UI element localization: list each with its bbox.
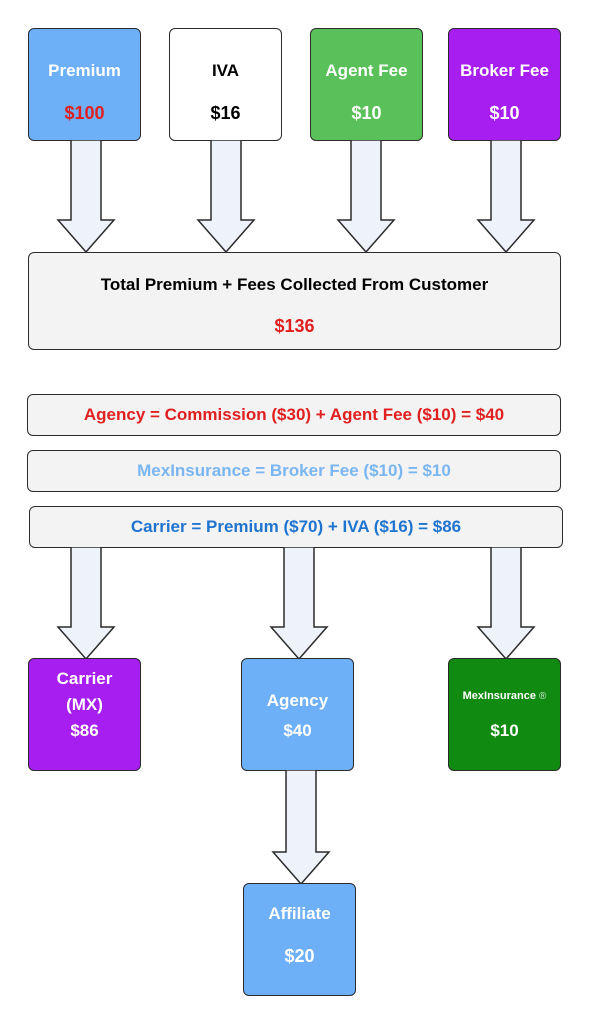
total-box: Total Premium + Fees Collected From Cust… <box>28 252 561 350</box>
carrier-split: Carrier = Premium ($70) + IVA ($16) = $8… <box>29 506 563 548</box>
arrow-down-icon <box>336 140 396 254</box>
broker-fee-label: Broker Fee <box>460 61 549 80</box>
mexinsurance-label: MexInsurance <box>462 690 536 702</box>
carrier-mx-value: $86 <box>70 721 99 740</box>
arrow-down-icon <box>271 770 331 886</box>
iva-value: $16 <box>210 103 241 123</box>
mexinsurance-label-row: MexInsurance® <box>449 690 560 702</box>
agent-fee-value: $10 <box>351 103 382 123</box>
arrow-down-icon <box>56 140 116 254</box>
mexinsurance-value: $10 <box>490 721 519 740</box>
arrow-down-icon <box>196 140 256 254</box>
carrier-mx-box: Carrier (MX) $86 <box>28 658 141 771</box>
carrier-mx-label-line1: Carrier <box>56 669 113 688</box>
premium-value: $100 <box>64 103 105 123</box>
affiliate-label: Affiliate <box>268 904 331 923</box>
total-value: $136 <box>274 316 315 336</box>
arrow-down-icon <box>476 547 536 661</box>
agency-box: Agency $40 <box>241 658 354 771</box>
agent-fee-box: Agent Fee $10 <box>310 28 423 141</box>
arrow-down-icon <box>56 547 116 661</box>
agency-label: Agency <box>266 691 329 710</box>
total-label: Total Premium + Fees Collected From Cust… <box>100 275 489 294</box>
mexinsurance-split: MexInsurance = Broker Fee ($10) = $10 <box>27 450 561 492</box>
iva-label: IVA <box>211 61 240 80</box>
broker-fee-box: Broker Fee $10 <box>448 28 561 141</box>
broker-fee-value: $10 <box>489 103 520 123</box>
registered-mark: ® <box>539 691 547 702</box>
arrow-down-icon <box>269 547 329 661</box>
mexinsurance-box: MexInsurance® $10 <box>448 658 561 771</box>
agency-split: Agency = Commission ($30) + Agent Fee ($… <box>27 394 561 436</box>
premium-box: Premium $100 <box>28 28 141 141</box>
agency-value: $40 <box>283 721 312 740</box>
agent-fee-label: Agent Fee <box>325 61 408 80</box>
arrow-down-icon <box>476 140 536 254</box>
premium-label: Premium <box>48 61 121 80</box>
affiliate-box: Affiliate $20 <box>243 883 356 996</box>
affiliate-value: $20 <box>284 946 315 966</box>
iva-box: IVA $16 <box>169 28 282 141</box>
carrier-mx-label-line2: (MX) <box>66 695 103 714</box>
